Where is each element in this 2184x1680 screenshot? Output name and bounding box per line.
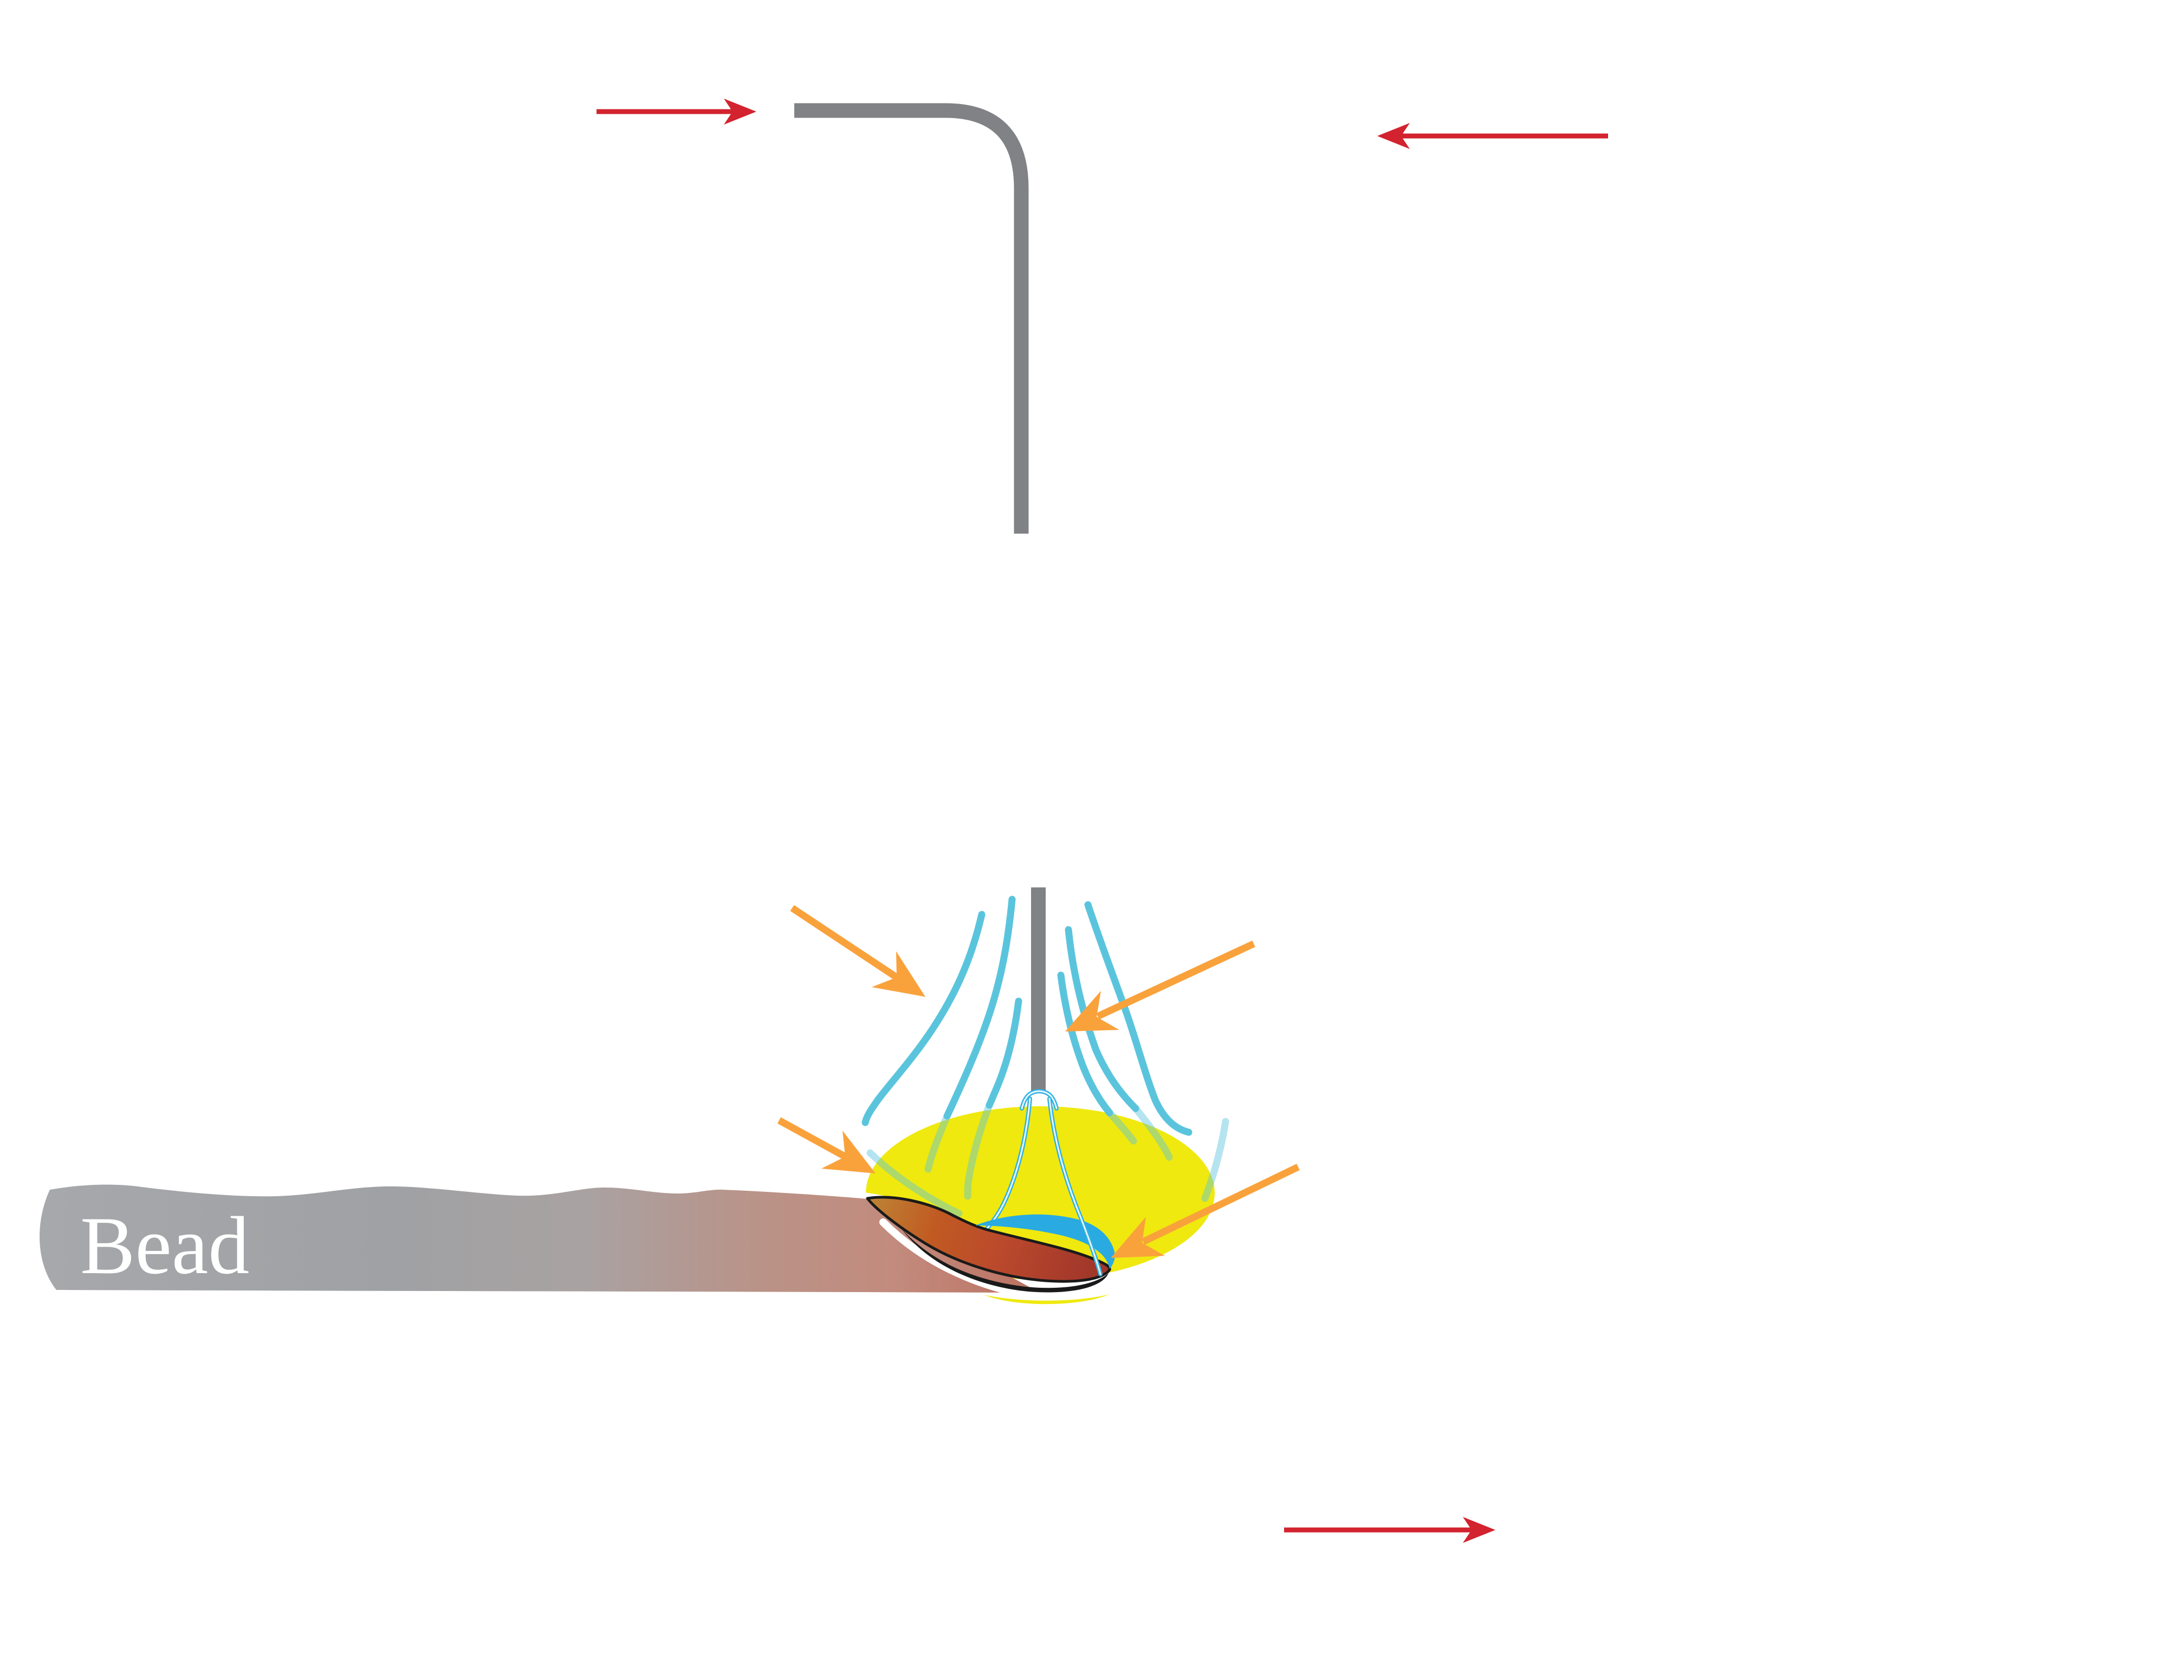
callout-arrow-lower-right xyxy=(1111,1164,1300,1258)
arrow-down-right-icon xyxy=(872,951,925,997)
arrow-left-icon xyxy=(1377,123,1410,149)
gas-streamline xyxy=(1084,901,1193,1136)
flame-reflection-crescent xyxy=(984,1294,1110,1305)
bead-label: Bead xyxy=(80,1200,249,1291)
travel-arrow-top-right xyxy=(1377,123,1608,149)
callout-arrow-upper-left xyxy=(790,905,925,997)
shielding-gas-streamlines-inside-flame xyxy=(866,1101,1229,1217)
callout-arrow-upper-right xyxy=(1065,940,1255,1032)
gas-streamline xyxy=(1057,971,1113,1117)
arrow-down-right-icon xyxy=(821,1131,876,1173)
weld-pool xyxy=(866,1196,1111,1283)
callout-arrow-lower-left xyxy=(777,1117,876,1173)
filler-rod xyxy=(794,103,1029,534)
gas-streamline xyxy=(986,997,1022,1109)
travel-arrow-top-left xyxy=(597,99,756,125)
arrow-right-icon xyxy=(1463,1517,1495,1543)
arc-funnel xyxy=(1020,1088,1103,1276)
gas-streamline xyxy=(861,911,986,1126)
arrow-down-left-icon xyxy=(1065,991,1119,1032)
electrode-wire xyxy=(1031,887,1046,1093)
pool-cyan-crescent xyxy=(975,1214,1115,1269)
pool-bottom-separation xyxy=(879,1218,1123,1302)
pool-shadow xyxy=(902,1229,1109,1293)
travel-arrow-bottom-right xyxy=(1284,1517,1495,1543)
bead-ribbon xyxy=(40,1184,1034,1293)
gas-streamline xyxy=(943,896,1016,1120)
shielding-gas-streamlines xyxy=(861,896,1193,1136)
arrow-right-icon xyxy=(724,99,756,125)
gas-streamline xyxy=(1065,926,1139,1112)
arrow-down-left-icon xyxy=(1111,1217,1165,1258)
